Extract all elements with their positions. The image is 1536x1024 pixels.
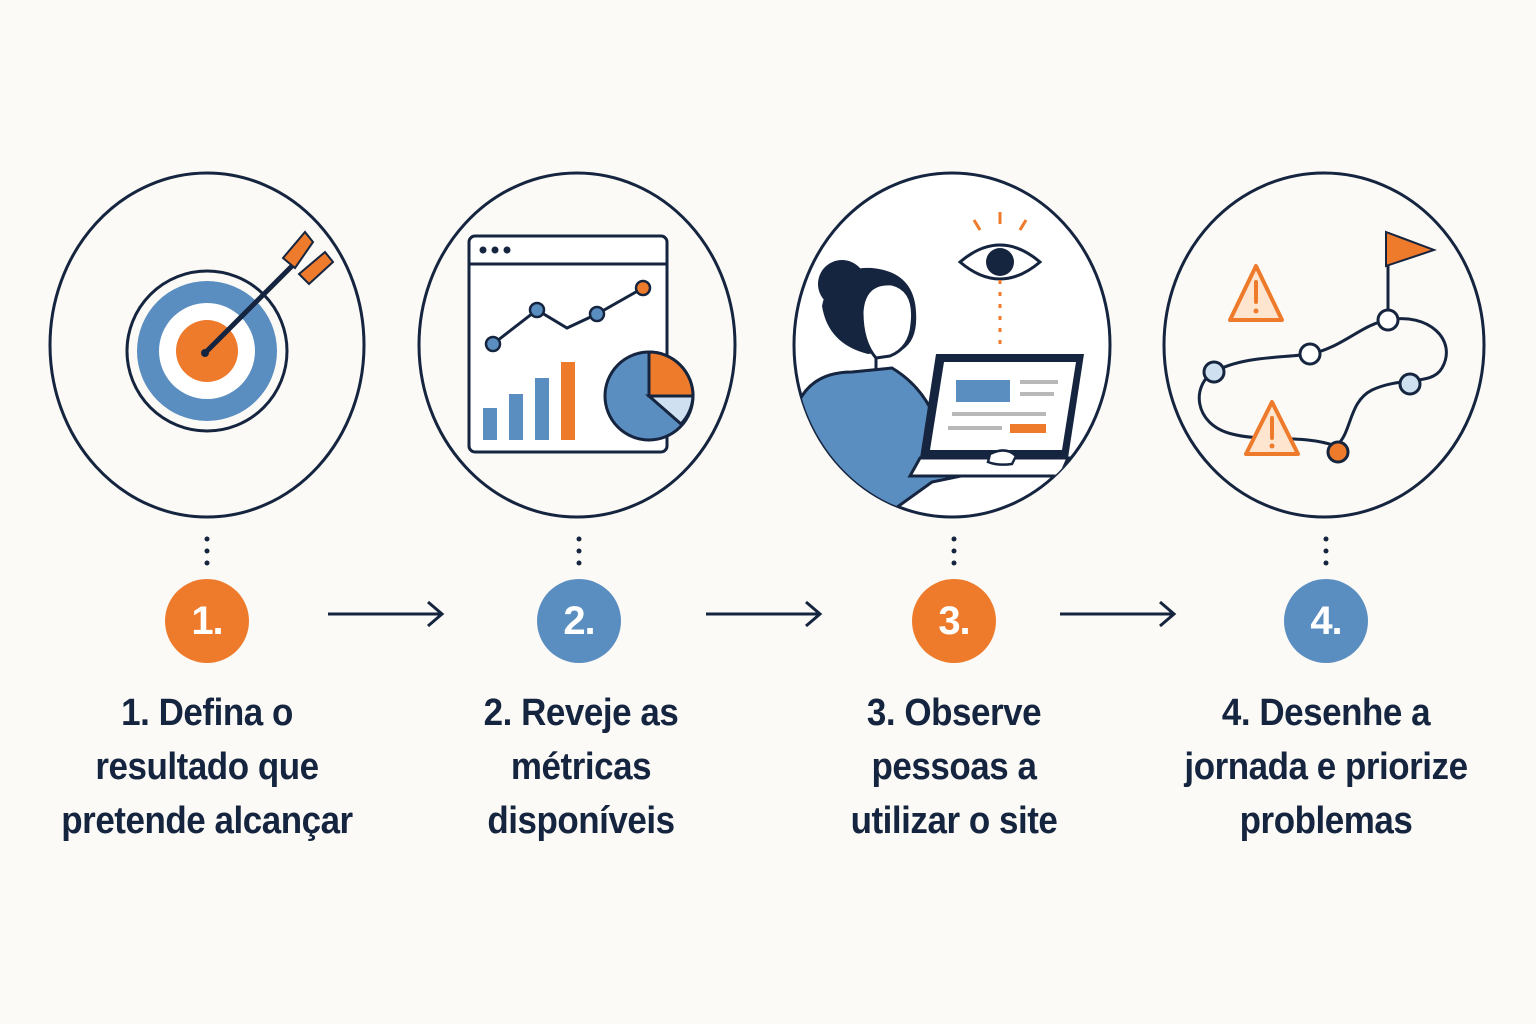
- step-4-badge: 4.: [1284, 579, 1368, 663]
- connector-dots: [204, 536, 210, 566]
- step-3-badge: 3.: [912, 579, 996, 663]
- step-2-label-line: métricas: [510, 746, 652, 788]
- step-3-illustration: [792, 171, 1112, 519]
- step-1-label-line: resultado que: [95, 746, 319, 788]
- step-1-label: 1. Defina o resultado que pretende alcan…: [32, 686, 382, 848]
- step-4-label-line: problemas: [1239, 800, 1413, 842]
- target-arrow-icon: [48, 171, 366, 519]
- step-2-label-line: 2. Reveje as: [483, 692, 679, 734]
- step-2-illustration: [417, 171, 737, 519]
- step-2-badge: 2.: [537, 579, 621, 663]
- step-4-label: 4. Desenhe a jornada e priorize problema…: [1151, 686, 1501, 848]
- flow-arrow-3: [1060, 600, 1177, 628]
- step-1-label-line: 1. Defina o: [121, 692, 293, 734]
- step-3-label-line: pessoas a: [871, 746, 1037, 788]
- step-1-illustration: [48, 171, 366, 519]
- step-2-label-line: disponíveis: [487, 800, 675, 842]
- step-4-illustration: [1162, 171, 1486, 519]
- flow-arrow-2: [706, 600, 823, 628]
- connector-dots: [1323, 536, 1329, 566]
- step-2: 2. 2. Reveje as métricas disponíveis: [393, 0, 773, 1024]
- journey-map-icon: [1162, 171, 1486, 519]
- step-3: 3. 3. Observe pessoas a utilizar o site: [768, 0, 1148, 1024]
- step-2-label: 2. Reveje as métricas disponíveis: [406, 686, 756, 848]
- step-3-label: 3. Observe pessoas a utilizar o site: [779, 686, 1129, 848]
- step-4-label-line: jornada e priorize: [1184, 746, 1468, 788]
- step-3-label-line: utilizar o site: [850, 800, 1058, 842]
- step-1: 1. 1. Defina o resultado que pretende al…: [25, 0, 405, 1024]
- connector-dots: [951, 536, 957, 566]
- step-3-label-line: 3. Observe: [866, 692, 1042, 734]
- step-4: 4. 4. Desenhe a jornada e priorize probl…: [1140, 0, 1520, 1024]
- analytics-dashboard-icon: [417, 171, 737, 519]
- step-4-label-line: 4. Desenhe a: [1221, 692, 1431, 734]
- person-using-laptop-icon: [792, 171, 1112, 519]
- flow-arrow-1: [328, 600, 445, 628]
- step-1-badge: 1.: [165, 579, 249, 663]
- step-1-label-line: pretende alcançar: [61, 800, 353, 842]
- connector-dots: [576, 536, 582, 566]
